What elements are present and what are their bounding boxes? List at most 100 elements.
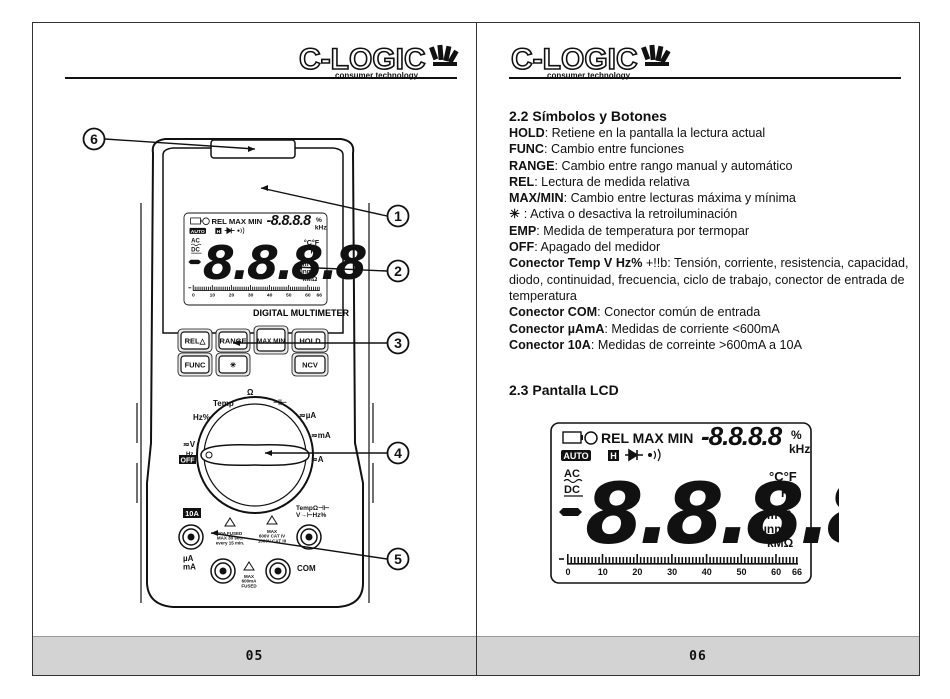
battery-icon bbox=[562, 431, 583, 444]
callout-number: 4 bbox=[394, 445, 402, 461]
hold-button[interactable]: HOLD bbox=[291, 328, 329, 353]
off-badge bbox=[179, 455, 196, 464]
lcd-ac-label: AC bbox=[564, 468, 580, 480]
lcd-dc-label: DC bbox=[564, 484, 580, 496]
lcd-unit-hz: Hz bbox=[781, 486, 796, 500]
diode-icon bbox=[224, 227, 235, 235]
jack-label-temp-v: TempΩ⊣⊢V→⊢Hz% bbox=[296, 504, 330, 519]
backlight-button-label: ✳ bbox=[230, 361, 237, 370]
dial-label-cap: ⊣⊢ bbox=[273, 397, 287, 407]
continuity-icon bbox=[648, 448, 661, 462]
jack-label-com: COM bbox=[297, 564, 316, 573]
symbol-item: Conector µAmA: Medidas de corriente <600… bbox=[509, 321, 914, 337]
lcd-sub-digits: -8.8.8.8 bbox=[701, 421, 783, 451]
lcd-diagram: REL MAX MIN-8.8.8.8%kHzAUTOHACDC8.8.8.8°… bbox=[550, 421, 839, 584]
symbol-item: EMP: Medida de temperatura por termopar bbox=[509, 223, 914, 239]
symbol-description: Cambio entre rango manual y automático bbox=[557, 158, 793, 173]
ncv-button-label: NCV bbox=[302, 361, 318, 370]
symbol-description: Medida de temperatura por termopar bbox=[539, 223, 750, 238]
page-footer-right: 06 bbox=[477, 636, 919, 675]
callout-1: 1 bbox=[260, 185, 410, 228]
lcd-frame bbox=[550, 422, 812, 584]
lcd-auto-label: AUTO bbox=[563, 451, 588, 461]
symbol-item: Conector COM: Conector común de entrada bbox=[509, 304, 914, 320]
brand-name: C-LOGIC bbox=[511, 43, 638, 76]
warning-triangle-icon bbox=[224, 517, 236, 527]
lcd-scale-label: 40 bbox=[267, 293, 273, 299]
symbol-item: OFF: Apagado del medidor bbox=[509, 239, 914, 255]
symbol-separator: : bbox=[604, 321, 608, 336]
lcd-auto-badge bbox=[561, 450, 591, 461]
hold-button-label: HOLD bbox=[299, 337, 321, 346]
symbol-description: Retiene en la pantalla la lectura actual bbox=[548, 126, 766, 140]
symbol-term: Conector µAmA bbox=[509, 321, 605, 336]
lcd-main-digits: 8.8.8.8 bbox=[203, 236, 367, 290]
callout-4: 4 bbox=[265, 441, 410, 465]
lcd-minus-segment bbox=[559, 508, 582, 516]
dial-label-off: OFF bbox=[181, 458, 196, 465]
battery-icon bbox=[190, 217, 202, 225]
dial-label-temp: Temp bbox=[213, 399, 234, 408]
backlight-button[interactable]: ✳ bbox=[215, 352, 251, 377]
symbol-term: HOLD bbox=[509, 126, 545, 140]
callout-number: 2 bbox=[394, 263, 402, 279]
dial-label-ma: ≂mA bbox=[311, 431, 331, 440]
symbol-description: Cambio entre funciones bbox=[547, 142, 684, 157]
ac-wave-icon bbox=[563, 478, 583, 484]
brand-name: C-LOGIC bbox=[299, 43, 426, 76]
func-button[interactable]: FUNC bbox=[177, 352, 213, 377]
lcd-unit-temp: °C°F bbox=[769, 469, 797, 484]
symbol-item: FUNC: Cambio entre funciones bbox=[509, 141, 914, 157]
dial-label-hz-pct: Hz% bbox=[193, 413, 210, 422]
symbol-term: Conector 10A bbox=[509, 337, 591, 352]
dial-knob[interactable] bbox=[200, 443, 310, 467]
lcd-sub-digits: -8.8.8.8 bbox=[267, 213, 312, 229]
lcd-frame bbox=[183, 212, 328, 306]
right-page: C-LOGIC consumer technology 2.2 Símbolos… bbox=[477, 22, 920, 676]
symbol-item: HOLD: Retiene en la pantalla la lectura … bbox=[509, 125, 914, 141]
jack-temp-v[interactable] bbox=[296, 524, 322, 550]
symbol-description: Activa o desactiva la retroiluminación bbox=[527, 207, 738, 222]
lcd-main-digits: 8.8.8.8 bbox=[585, 465, 839, 563]
symbol-description: Cambio entre lecturas máxima y mínima bbox=[567, 191, 796, 206]
symbol-term: EMP bbox=[509, 223, 537, 238]
lcd-display: REL MAX MIN-8.8.8.8%kHzAUTOHACDC8.8.8.8°… bbox=[550, 421, 839, 584]
jack-10a[interactable] bbox=[178, 524, 204, 550]
symbol-description: Medidas de correinte >600mA a 10A bbox=[594, 337, 802, 352]
logo-swirl-icon bbox=[641, 44, 671, 66]
rotary-dial bbox=[196, 396, 314, 514]
page-number: 06 bbox=[689, 648, 707, 664]
symbol-term: FUNC bbox=[509, 142, 544, 157]
jack-ua-ma[interactable] bbox=[210, 558, 236, 584]
symbol-separator: : bbox=[597, 305, 601, 320]
symbol-term: MAX/MIN bbox=[509, 191, 564, 206]
max-min-button[interactable]: MAX MIN bbox=[253, 325, 289, 355]
header-rule bbox=[509, 77, 901, 79]
dial-label-ohm: Ω bbox=[247, 388, 254, 397]
callout-6: 6 bbox=[82, 127, 256, 152]
symbol-separator: : bbox=[544, 126, 549, 140]
lcd-unit-kmohm: kMΩ bbox=[303, 276, 318, 283]
lcd-unit-umva: µmVA bbox=[760, 508, 794, 522]
symbol-item: REL: Lectura de medida relativa bbox=[509, 174, 914, 190]
range-button[interactable]: RANGE bbox=[215, 328, 251, 353]
page-footer-left: 05 bbox=[33, 636, 476, 675]
symbol-item: RANGE: Cambio entre rango manual y autom… bbox=[509, 158, 914, 174]
rel-button[interactable]: REL△ bbox=[177, 328, 213, 353]
ncv-button[interactable]: NCV bbox=[291, 352, 329, 377]
callout-3: 3 bbox=[233, 331, 410, 355]
lcd-hold-label: H bbox=[610, 451, 617, 461]
lcd-ac-label: AC bbox=[191, 239, 200, 245]
lcd-scale-label: 30 bbox=[248, 293, 254, 299]
jack-com[interactable] bbox=[265, 558, 291, 584]
auto-off-icon bbox=[584, 431, 598, 445]
lcd-hold-badge bbox=[215, 227, 222, 234]
lcd-unit-percent: % bbox=[316, 217, 322, 224]
